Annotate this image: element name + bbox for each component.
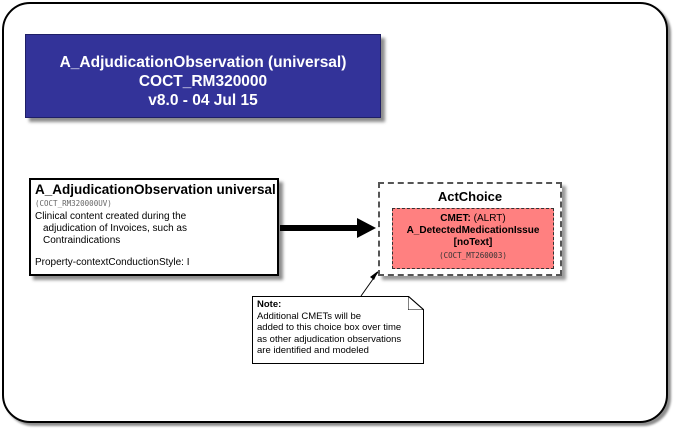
entry-title: A_AdjudicationObservation universal	[35, 182, 276, 197]
act-choice-title: ActChoice	[437, 189, 503, 204]
entry-desc-line-3: Contraindications	[43, 235, 121, 246]
title-line-1: A_AdjudicationObservation (universal)	[59, 54, 347, 71]
note-title: Note:	[257, 299, 282, 310]
cmet-box[interactable]: CMET: (ALRT) A_DetectedMedicationIssue […	[392, 208, 554, 269]
note-box: Note: Additional CMETs will be added to …	[252, 296, 424, 364]
cmet-type: (ALRT)	[473, 213, 506, 224]
cmet-name: A_DetectedMedicationIssue	[406, 225, 540, 236]
entry-point-box[interactable]: A_AdjudicationObservation universal (COC…	[29, 178, 279, 276]
act-choice-box[interactable]: ActChoice CMET: (ALRT) A_DetectedMedicat…	[378, 182, 562, 276]
entry-property: Property-contextConductionStyle: I	[35, 257, 190, 268]
entry-code: (COCT_RM320000UV)	[35, 199, 112, 208]
entry-description: Clinical content created during the adju…	[35, 211, 273, 247]
note-line-1: Additional CMETs will be	[257, 310, 362, 322]
title-line-2: COCT_RM320000	[138, 73, 268, 90]
note-fold-corner	[408, 296, 424, 310]
cmet-flavor: [noText]	[453, 237, 493, 248]
note-line-3: as other adjudication observations	[257, 333, 402, 345]
note-line-4: are identified and modeled	[257, 345, 369, 356]
note-line-2: added to this choice box over time	[257, 322, 402, 333]
title-box: A_AdjudicationObservation (universal) CO…	[25, 34, 381, 118]
cmet-header: CMET: (ALRT)	[393, 213, 553, 225]
entry-desc-line-1: Clinical content created during the	[35, 211, 187, 222]
cmet-code: (COCT_MT260003)	[439, 251, 507, 260]
entry-desc-line-2: adjudication of Invoices, such as	[43, 223, 187, 234]
cmet-label: CMET:	[440, 213, 471, 224]
title-line-3: v8.0 - 04 Jul 15	[148, 92, 258, 109]
